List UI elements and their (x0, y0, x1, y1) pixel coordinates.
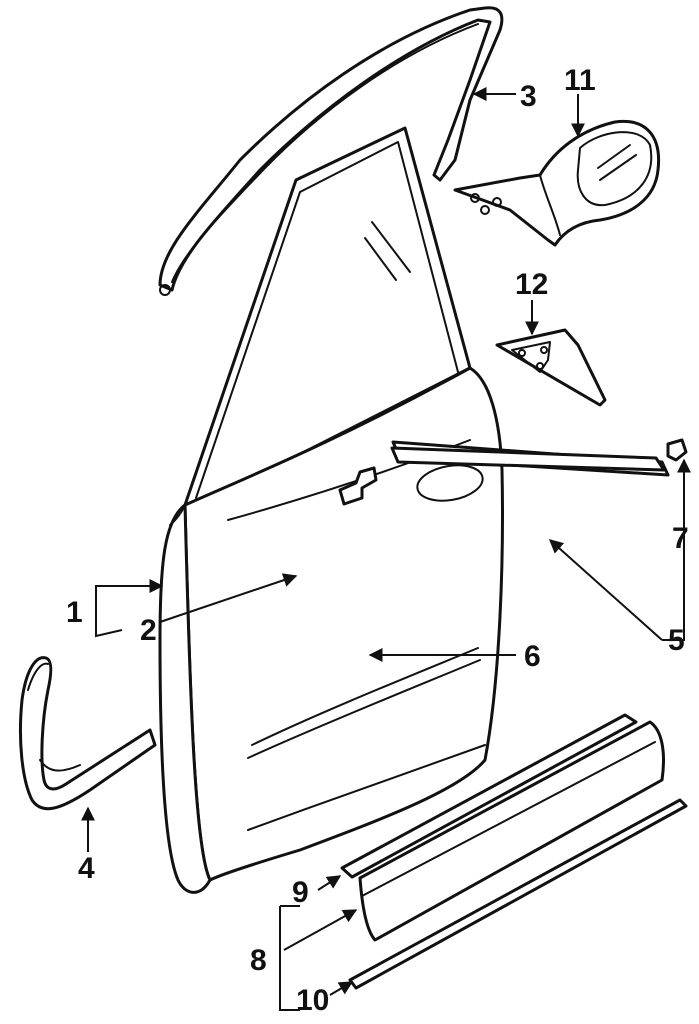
window-run-channel (158, 6, 504, 296)
callout-7: 7 (672, 522, 689, 555)
callout-12: 12 (515, 268, 548, 301)
side-molding (390, 446, 666, 472)
leader-10 (329, 981, 354, 996)
leader-8-bracket (279, 906, 300, 1011)
leader-1 (95, 579, 164, 612)
leader-lines (81, 87, 691, 1011)
lower-door-molding (358, 720, 665, 942)
callout-8: 8 (250, 944, 267, 977)
mirror-seal (495, 328, 607, 407)
callout-6: 6 (524, 640, 541, 673)
outside-mirror (453, 119, 661, 247)
molding-bracket (338, 466, 378, 506)
molding-clip (666, 438, 688, 462)
callout-3: 3 (520, 80, 537, 113)
callout-10: 10 (296, 984, 329, 1017)
lower-molding-upper-strip (340, 713, 638, 879)
leader-5-clip (662, 458, 691, 641)
callout-labels: 1 2 3 4 5 6 7 8 9 10 11 12 (66, 64, 689, 1017)
leader-1-lower (95, 612, 123, 638)
callout-2: 2 (140, 614, 157, 647)
leader-9 (317, 875, 342, 891)
door-weatherstrip (18, 656, 157, 811)
callout-11: 11 (564, 64, 596, 97)
callout-9: 9 (292, 876, 309, 909)
leader-5-molding (548, 539, 663, 641)
door-shell (158, 126, 504, 894)
leader-2 (159, 573, 298, 623)
callout-4: 4 (78, 852, 95, 885)
callout-5: 5 (668, 624, 685, 657)
leader-8 (283, 909, 358, 951)
callout-1: 1 (66, 596, 83, 629)
lower-molding-bottom-strip (348, 798, 688, 990)
